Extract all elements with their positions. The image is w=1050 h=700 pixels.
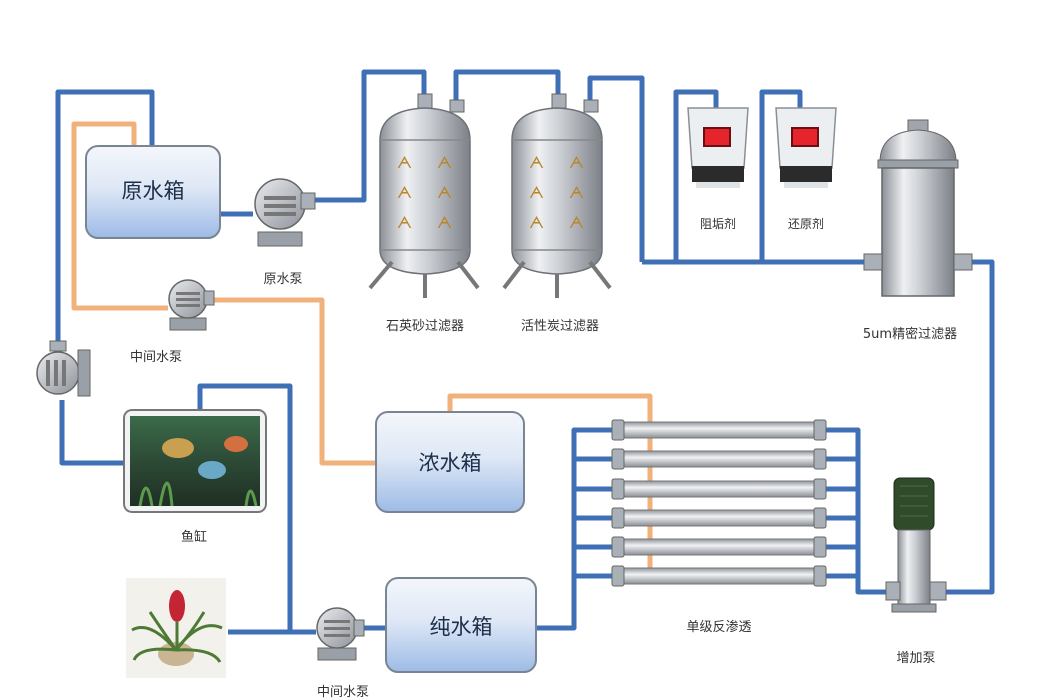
reducer-doser [775,107,837,188]
svg-text:ᗅ: ᗅ [529,213,544,232]
fish-tank [123,409,267,513]
booster-pump-label: 增加泵 [896,651,935,666]
raw-tank-label: 原水箱 [122,179,185,203]
ro-tube [611,478,827,500]
circulation-pump-left [36,340,91,397]
ro-manifold [574,427,858,579]
middle-pump-upper [168,279,215,331]
svg-text:ᗅ: ᗅ [437,213,452,232]
fish-tank-label: 鱼缸 [181,529,207,545]
middle-pump-lower [316,607,365,661]
raw-water-tank: 原水箱 [85,145,221,239]
middle-pump-lower-label: 中间水泵 [317,685,369,700]
precision-filter [863,119,973,297]
quartz-filter-label: 石英砂过滤器 [386,319,464,334]
svg-text:ᗅ: ᗅ [397,183,412,202]
pure-water-tank: 纯水箱 [385,577,537,673]
ro-membranes [611,419,827,587]
svg-text:ᗅ: ᗅ [397,213,412,232]
svg-text:ᗅ: ᗅ [437,183,452,202]
svg-text:ᗅ: ᗅ [569,183,584,202]
svg-text:ᗅ: ᗅ [569,153,584,172]
raw-pump-label: 原水泵 [263,272,302,287]
reducer-label: 还原剂 [788,216,824,231]
ro-tube [611,536,827,558]
ro-tube [611,565,827,587]
plant-pot [126,578,226,678]
svg-text:ᗅ: ᗅ [437,153,452,172]
precision-filter-label: 5um精密过滤器 [863,326,957,342]
svg-text:ᗅ: ᗅ [569,213,584,232]
concentrate-tank: 浓水箱 [375,411,525,513]
carbon-filter-label: 活性炭过滤器 [521,319,599,334]
ro-tube [611,419,827,441]
middle-pump-upper-label: 中间水泵 [130,350,182,365]
ro-tube [611,448,827,470]
antiscalant-label: 阻垢剂 [700,216,736,231]
ro-tube [611,507,827,529]
svg-text:ᗅ: ᗅ [529,183,544,202]
concentrate-tank-label: 浓水箱 [419,451,482,475]
pure-tank-label: 纯水箱 [430,615,493,639]
ro-unit-label: 单级反渗透 [686,620,751,635]
booster-pump [885,477,947,613]
svg-text:ᗅ: ᗅ [397,153,412,172]
raw-water-pump [254,178,316,247]
antiscalant-doser [687,107,749,188]
svg-text:ᗅ: ᗅ [529,153,544,172]
